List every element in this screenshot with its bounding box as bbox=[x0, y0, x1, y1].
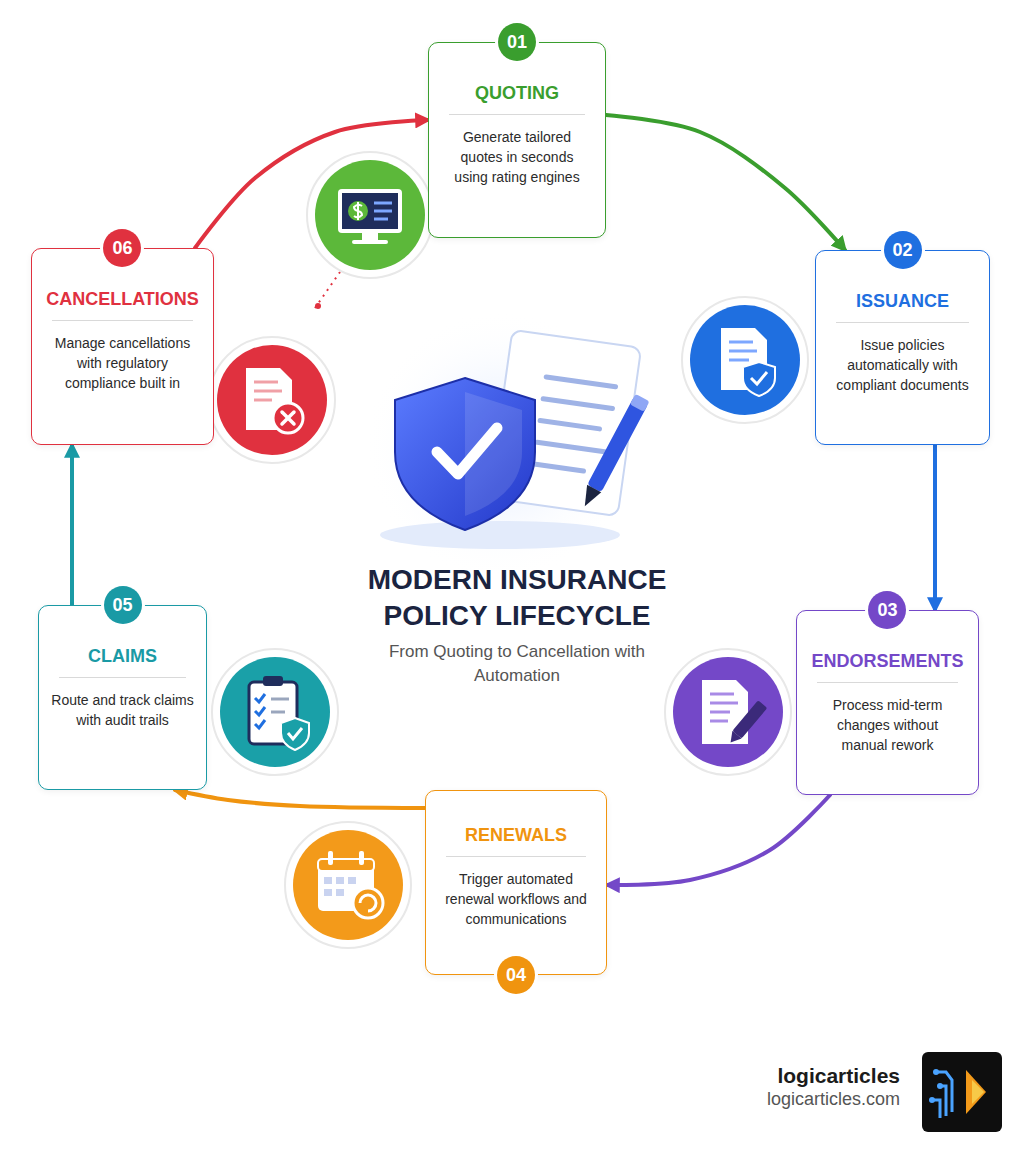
stage-box: 03ENDORSEMENTSProcess mid-term changes w… bbox=[796, 610, 978, 795]
stage-description: Process mid-term changes without manual … bbox=[812, 695, 962, 755]
stage-description: Manage cancellations with regulatory com… bbox=[47, 333, 197, 393]
stage-heading: QUOTING bbox=[475, 83, 559, 104]
divider bbox=[449, 114, 585, 115]
claims-icon bbox=[212, 649, 338, 775]
step-number: 05 bbox=[104, 586, 142, 624]
stage-description: Generate tailored quotes in seconds usin… bbox=[442, 127, 592, 187]
stage-description: Trigger automated renewal workflows and … bbox=[441, 869, 591, 929]
center-shield bbox=[365, 310, 650, 580]
divider bbox=[817, 682, 957, 683]
heading-row: CANCELLATIONS bbox=[44, 289, 201, 310]
brand-logo bbox=[922, 1052, 1002, 1132]
stage-heading: ISSUANCE bbox=[856, 291, 949, 312]
stage-box: 04RENEWALSTrigger automated renewal work… bbox=[425, 790, 607, 975]
step-number: 02 bbox=[884, 231, 922, 269]
divider bbox=[52, 320, 193, 321]
brand-text: logicarticles bbox=[777, 1064, 900, 1088]
renew-icon bbox=[285, 822, 411, 948]
cancel-icon bbox=[209, 337, 335, 463]
issue-icon bbox=[682, 297, 808, 423]
heading-row: ENDORSEMENTS bbox=[809, 651, 965, 672]
divider bbox=[446, 856, 586, 857]
divider bbox=[59, 677, 186, 678]
divider bbox=[836, 322, 969, 323]
flow-arrow bbox=[933, 445, 937, 610]
stage-heading: CLAIMS bbox=[88, 646, 157, 667]
stage-box: 05CLAIMSRoute and track claims with audi… bbox=[38, 605, 207, 790]
step-number: 04 bbox=[497, 956, 535, 994]
flow-arrow bbox=[175, 790, 425, 808]
flow-arrow bbox=[607, 795, 830, 885]
endorse-icon bbox=[665, 649, 791, 775]
heading-row: CLAIMS bbox=[51, 646, 194, 667]
stage-heading: RENEWALS bbox=[465, 825, 567, 846]
step-number: 06 bbox=[103, 229, 141, 267]
dotted-leader bbox=[315, 272, 340, 308]
diagram-title: MODERN INSURANCE POLICY LIFECYCLE bbox=[337, 562, 697, 634]
flow-arrow bbox=[70, 445, 74, 605]
heading-row: RENEWALS bbox=[438, 825, 594, 846]
flow-arrow bbox=[195, 120, 428, 248]
diagram-subtitle: From Quoting to Cancellation with Automa… bbox=[382, 640, 652, 688]
stage-description: Route and track claims with audit trails bbox=[51, 690, 194, 730]
brand-text: logicarticles.com bbox=[767, 1089, 900, 1110]
stage-box: 01QUOTINGGenerate tailored quotes in sec… bbox=[428, 42, 606, 238]
stage-description: Issue policies automatically with compli… bbox=[828, 335, 977, 395]
step-number: 01 bbox=[498, 23, 536, 61]
step-number: 03 bbox=[868, 591, 906, 629]
stage-box: 02ISSUANCEIssue policies automatically w… bbox=[815, 250, 990, 445]
heading-row: QUOTING bbox=[441, 83, 593, 104]
quote-icon bbox=[307, 152, 433, 278]
stage-heading: CANCELLATIONS bbox=[46, 289, 199, 310]
heading-row: ISSUANCE bbox=[828, 291, 977, 312]
stage-box: 06CANCELLATIONSManage cancellations with… bbox=[31, 248, 214, 445]
flow-arrow bbox=[606, 115, 845, 250]
stage-heading: ENDORSEMENTS bbox=[811, 651, 963, 672]
leader-dot bbox=[315, 303, 321, 309]
